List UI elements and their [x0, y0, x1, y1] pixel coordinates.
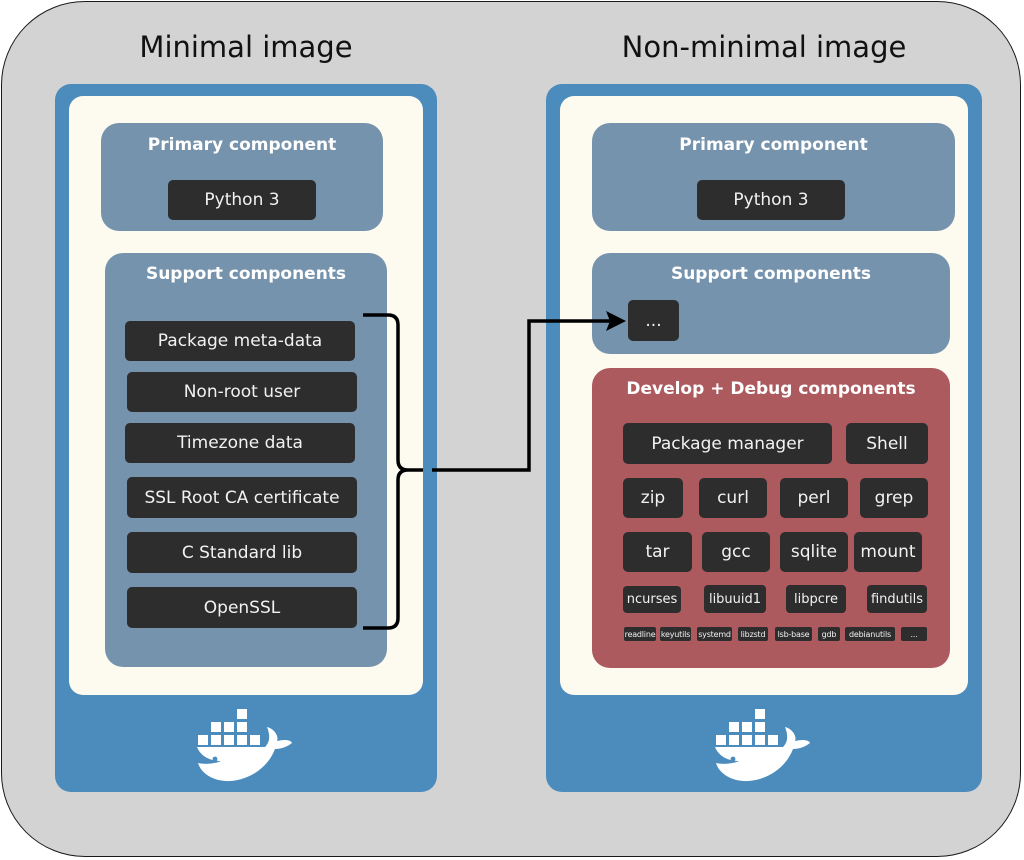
support-chip-openssl: OpenSSL: [127, 587, 357, 628]
dev-chip-readline: readline: [624, 627, 656, 641]
support-chip-package-metadata: Package meta-data: [125, 321, 355, 361]
dev-chip-libuuid1: libuuid1: [704, 585, 766, 613]
dev-chip-systemd: systemd: [697, 627, 732, 641]
support-chip-timezone-data: Timezone data: [125, 423, 355, 463]
right-primary-component-group: Primary component Python 3: [592, 123, 955, 231]
dev-chip-gdb: gdb: [818, 627, 840, 641]
right-support-components-group: Support components ...: [592, 253, 950, 354]
left-primary-component-group: Primary component Python 3: [101, 123, 383, 231]
docker-whale-icon: [197, 709, 292, 782]
dev-chip-package-manager: Package manager: [623, 423, 832, 464]
right-python3-chip: Python 3: [697, 180, 845, 220]
dev-chip-shell: Shell: [846, 423, 928, 464]
dev-chip-libzstd: libzstd: [738, 627, 768, 641]
dev-chip-findutils: findutils: [867, 585, 927, 613]
dev-chip-lsb-base: lsb-base: [775, 627, 812, 641]
dev-chip-keyutils: keyutils: [660, 627, 691, 641]
right-support-ellipsis-chip: ...: [628, 300, 679, 341]
dev-chip-perl: perl: [780, 478, 848, 518]
support-chip-c-standard-lib: C Standard lib: [127, 532, 357, 573]
non-minimal-image-title: Non-minimal image: [621, 30, 907, 64]
left-support-components-group: Support components Package meta-data Non…: [105, 253, 387, 667]
develop-debug-components-title: Develop + Debug components: [626, 379, 916, 399]
dev-chip-zip: zip: [623, 478, 683, 518]
dev-chip-gcc: gcc: [702, 532, 770, 572]
dev-chip-ncurses: ncurses: [623, 586, 681, 613]
support-chip-nonroot-user: Non-root user: [127, 372, 357, 412]
develop-debug-components-group: Develop + Debug components Package manag…: [592, 368, 950, 668]
dev-chip-sqlite: sqlite: [780, 532, 848, 572]
right-support-components-title: Support components: [670, 264, 872, 284]
minimal-image-title: Minimal image: [139, 30, 353, 64]
dev-chip-debianutils: debianutils: [845, 627, 895, 641]
left-support-components-title: Support components: [145, 264, 347, 284]
left-primary-component-title: Primary component: [147, 135, 337, 155]
dev-chip-mount: mount: [854, 532, 922, 572]
dev-chip-ellipsis: ...: [901, 627, 927, 641]
support-chip-ssl-root-ca: SSL Root CA certificate: [127, 477, 357, 518]
dev-chip-libpcre: libpcre: [786, 585, 846, 613]
right-primary-component-title: Primary component: [679, 135, 868, 155]
dev-chip-tar: tar: [623, 532, 692, 572]
dev-chip-curl: curl: [699, 478, 767, 518]
docker-whale-icon-right: [715, 709, 810, 782]
dev-chip-grep: grep: [860, 478, 928, 518]
left-python3-chip: Python 3: [168, 180, 316, 220]
